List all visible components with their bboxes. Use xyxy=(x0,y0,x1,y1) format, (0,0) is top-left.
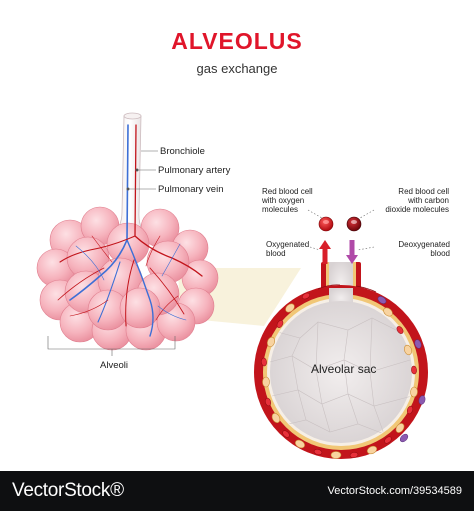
label-rbc-oxygen: Red blood cell with oxygen molecules xyxy=(262,187,313,214)
label-pulmonary-artery: Pulmonary artery xyxy=(158,165,231,176)
rbc-carbon-dioxide-icon xyxy=(346,216,362,232)
label-bronchiole: Bronchiole xyxy=(160,146,205,157)
leader-lines xyxy=(47,150,176,356)
alveoli-cluster xyxy=(36,206,219,351)
page-subtitle: gas exchange xyxy=(196,61,278,76)
wall-purple-cells xyxy=(377,296,426,443)
label-alveolar-sac: Alveolar sac xyxy=(311,362,377,376)
alveolar-sac-cross-section xyxy=(254,262,428,459)
label-rbc-co2: Red blood cell with carbon dioxide molec… xyxy=(385,187,449,214)
label-oxygenated-blood: Oxygenated blood xyxy=(266,240,310,258)
alveolus-illustration xyxy=(36,112,428,459)
wall-blood-cells xyxy=(262,303,418,459)
oxygenated-arrow-icon xyxy=(319,240,331,264)
watermark-image-id: VectorStock.com/39534589 xyxy=(327,485,462,497)
bronchiole-tube xyxy=(108,112,152,239)
page-title: ALVEOLUS xyxy=(171,28,303,54)
label-alveoli: Alveoli xyxy=(100,360,128,371)
wall-red-cells xyxy=(261,292,417,458)
dotted-leaders xyxy=(307,209,375,251)
watermark-logo: VectorStock® xyxy=(12,480,124,501)
watermark-bar: VectorStock® VectorStock.com/39534589 xyxy=(0,471,474,511)
rbc-oxygen-icon xyxy=(318,216,334,232)
label-pulmonary-vein: Pulmonary vein xyxy=(158,184,224,195)
deoxygenated-arrow-icon xyxy=(346,240,358,264)
vessel-network xyxy=(57,124,203,337)
label-deoxygenated-blood: Deoxygenated blood xyxy=(398,240,450,258)
